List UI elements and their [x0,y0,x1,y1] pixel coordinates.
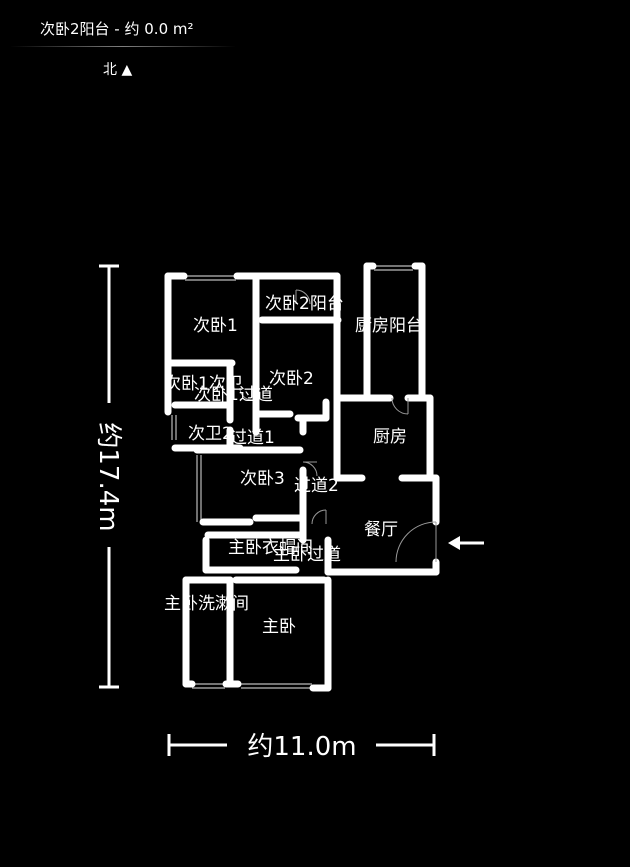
room-label-bedroom2-1: 次卧1 [193,316,238,336]
doors [239,289,437,563]
room-label-kitchen: 厨房 [373,427,407,447]
room-label-corridor1: 过道1 [230,428,275,448]
north-indicator: 北 ▲ [103,62,133,78]
page-title: 次卧2阳台 - 约 0.0 m² [40,20,194,38]
room-label-master-closet: 主卧衣帽间 [228,538,313,558]
header-divider [10,46,236,47]
room-label-bedroom2-balcony: 次卧2阳台 [265,294,344,314]
width-label: 约11.0m [247,732,356,762]
room-label-master: 主卧 [262,617,296,637]
width-dimension [167,734,436,756]
room-label-bedroom2-3: 次卧3 [240,469,285,489]
room-label-dining: 餐厅 [364,520,398,540]
room-label-second-bath: 次卫2 [188,424,233,444]
room-label-kitchen-balcony: 厨房阳台 [355,316,423,336]
room-label-master-corridor: 主卧过道 [273,545,341,565]
arrow-left-icon [448,536,484,550]
room-label-bedroom2-2: 次卧2 [269,369,314,389]
room-label-master-bath: 主卧洗漱间 [164,594,249,614]
room-label-corridor2: 过道2 [294,476,339,496]
height-dimension [99,264,119,689]
room-label-bedroom1-bath: 次卧1次卫 [164,374,243,394]
windows [171,265,413,689]
room-label-bedroom1-corridor: 次卧1过道 [194,385,273,405]
walls [164,262,440,692]
height-label: 约17.4m [93,422,123,531]
